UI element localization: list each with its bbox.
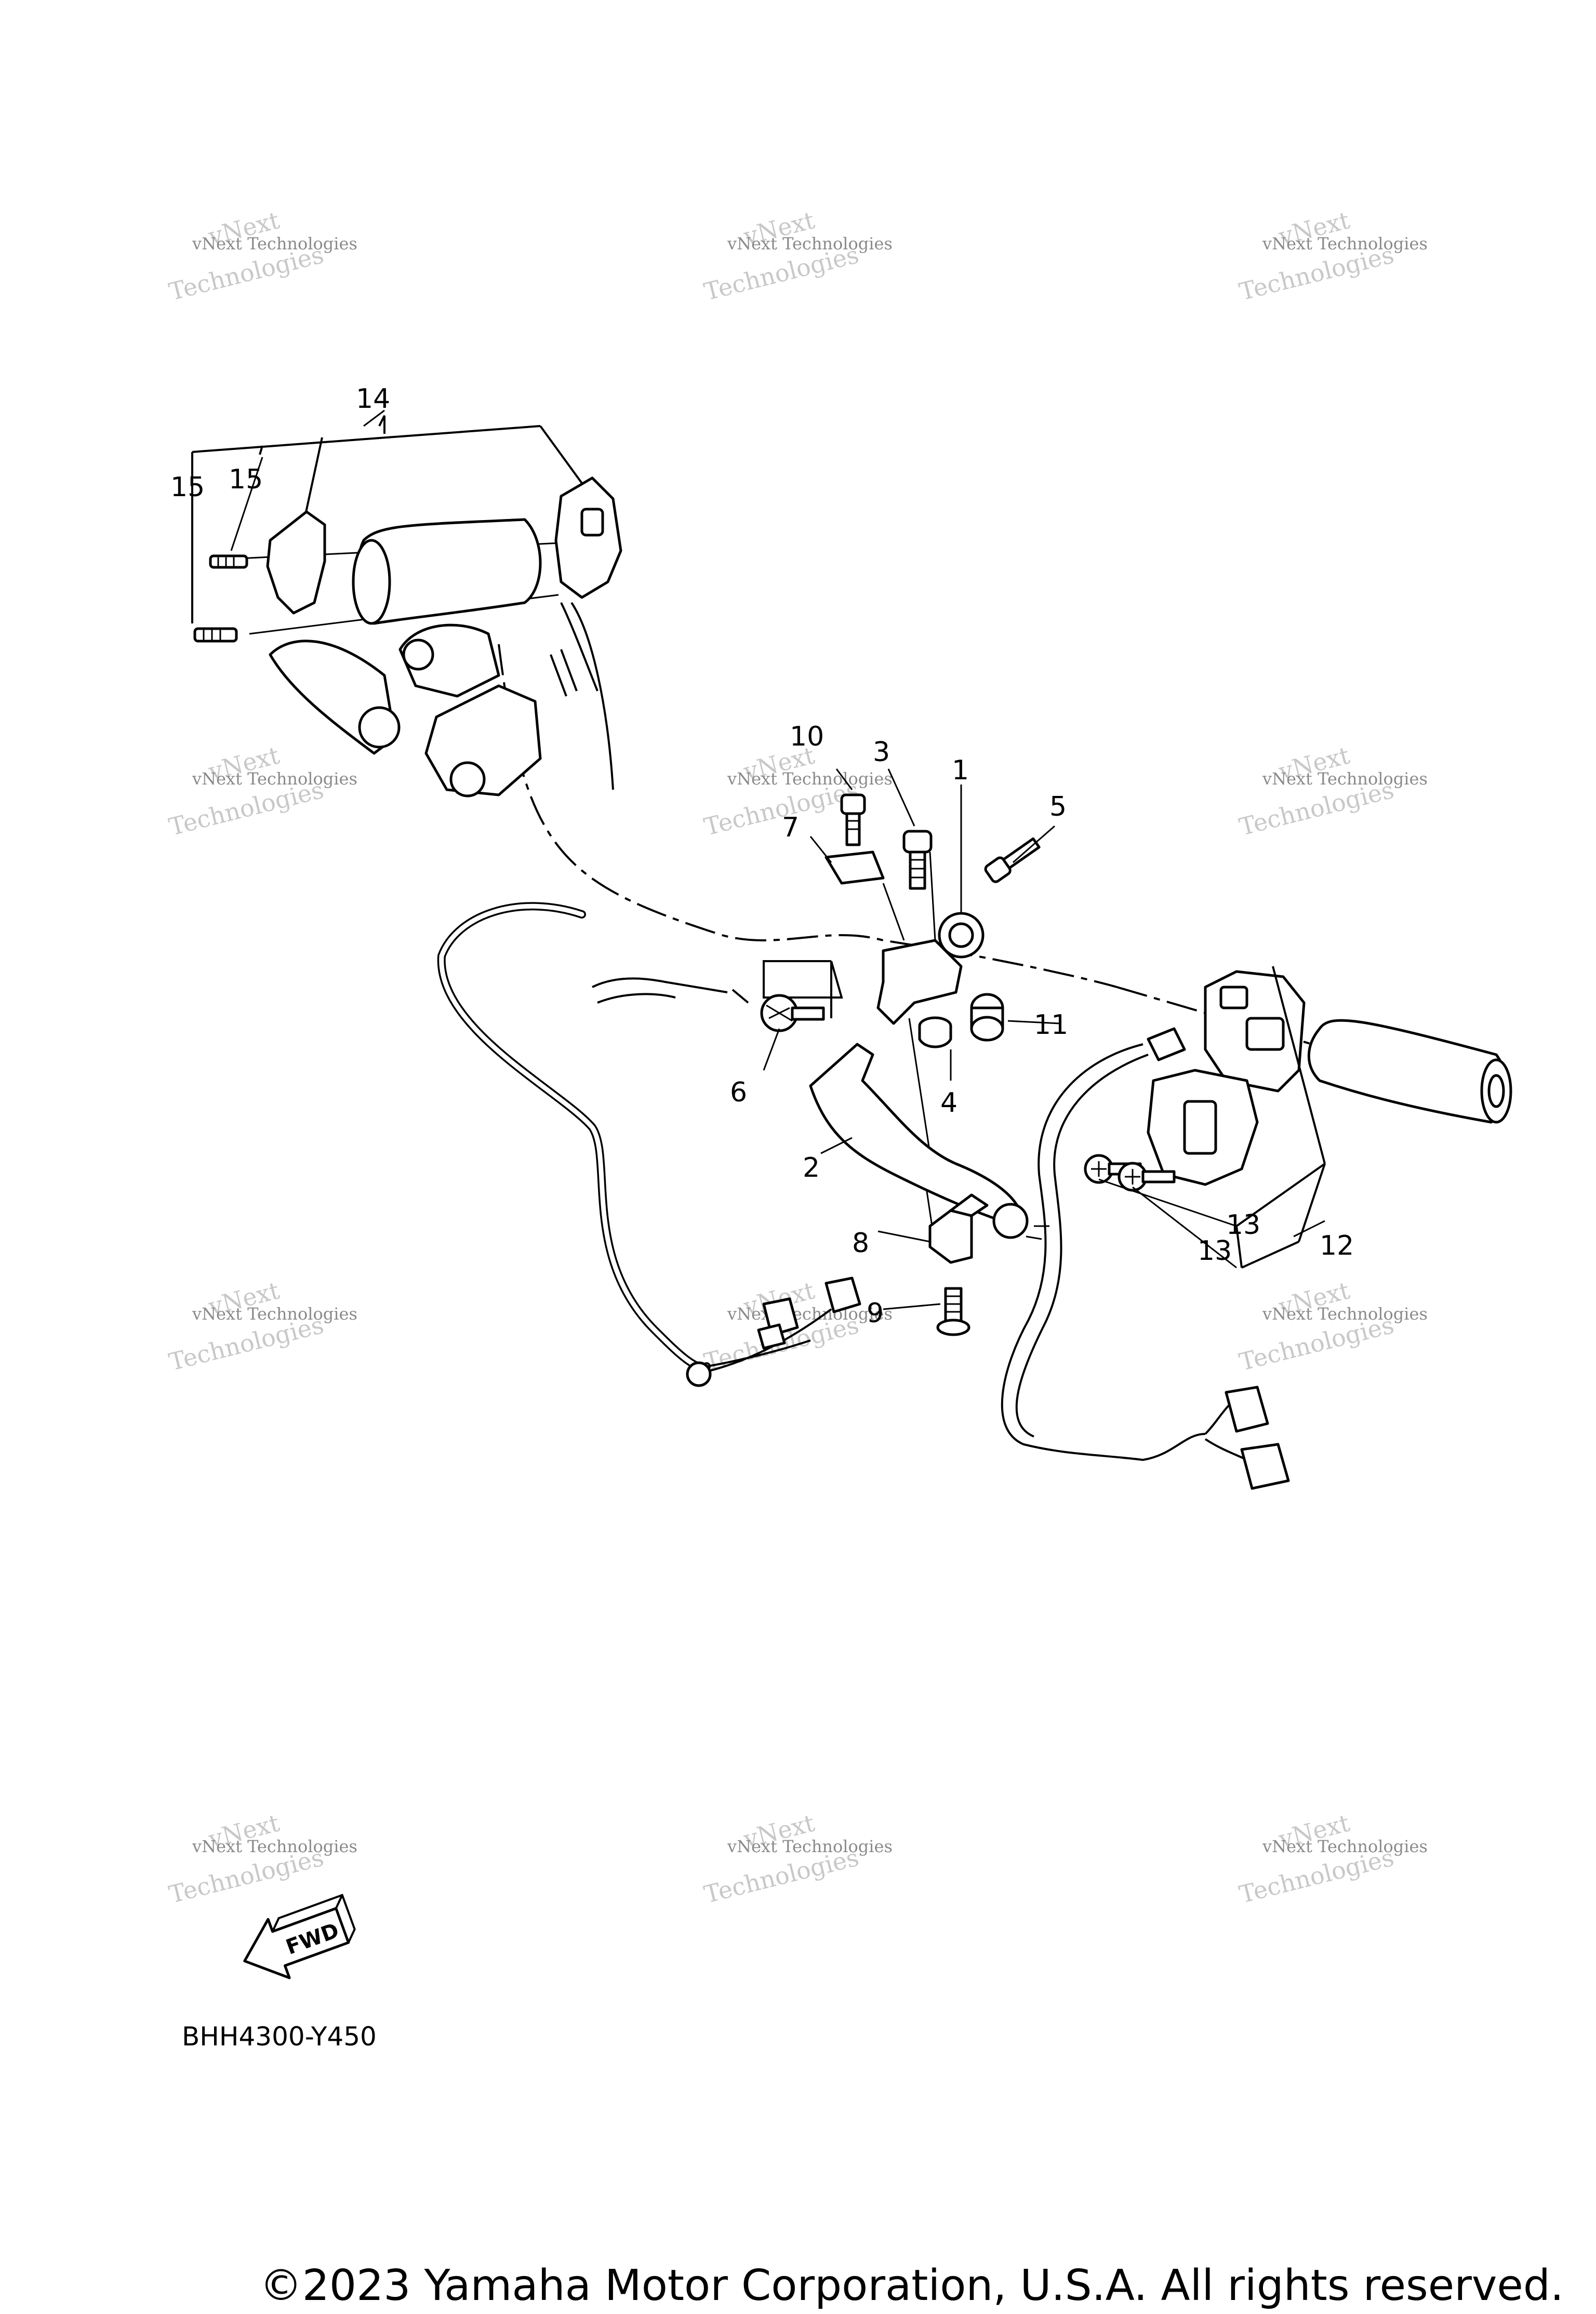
right-grip bbox=[1307, 1019, 1509, 1124]
callout-6: 6 bbox=[730, 1077, 747, 1108]
callout-11: 11 bbox=[1034, 1009, 1068, 1041]
watermark: Technologies vNext vNext Technologies bbox=[1236, 1276, 1428, 1376]
svg-text:vNext Technologies: vNext Technologies bbox=[727, 1304, 893, 1324]
svg-text:vNext Technologies: vNext Technologies bbox=[192, 1837, 357, 1856]
callout-14: 14 bbox=[356, 383, 390, 415]
svg-text:vNext Technologies: vNext Technologies bbox=[727, 234, 893, 254]
callout-9: 9 bbox=[867, 1298, 884, 1329]
screw-13b bbox=[1118, 1162, 1176, 1192]
left-switch-housing bbox=[554, 476, 622, 599]
svg-text:vNext Technologies: vNext Technologies bbox=[1262, 1837, 1428, 1856]
callout-7: 7 bbox=[782, 812, 799, 843]
callout-3: 3 bbox=[873, 737, 890, 768]
left-lever-assembly bbox=[269, 623, 542, 797]
callout-5: 5 bbox=[1049, 791, 1067, 822]
callout-12: 12 bbox=[1320, 1230, 1354, 1261]
svg-text:vNext Technologies: vNext Technologies bbox=[1262, 234, 1428, 254]
nut-4 bbox=[918, 1016, 952, 1048]
left-switch-lower-half bbox=[266, 510, 326, 615]
cover-7 bbox=[824, 850, 885, 885]
watermark: Technologies vNext vNext Technologies bbox=[166, 1276, 357, 1376]
diagram-code: BHH4300-Y450 bbox=[182, 2022, 377, 2052]
part-8 bbox=[928, 1193, 989, 1264]
leader-lines bbox=[230, 409, 1325, 1310]
callout-15-a: 15 bbox=[170, 472, 205, 503]
handlebar-centerline bbox=[498, 644, 1118, 988]
callout-15-b: 15 bbox=[229, 464, 263, 495]
left-cable bbox=[437, 902, 861, 1387]
bolt-3 bbox=[902, 830, 933, 890]
watermark: Technologies vNext vNext Technologies bbox=[1236, 741, 1428, 841]
svg-text:vNext Technologies: vNext Technologies bbox=[1262, 769, 1428, 789]
callout-1: 1 bbox=[952, 755, 969, 786]
watermark: Technologies vNext vNext Technologies bbox=[701, 1808, 893, 1909]
svg-text:vNext Technologies: vNext Technologies bbox=[192, 234, 357, 254]
screw-5 bbox=[984, 837, 1041, 883]
screw-9 bbox=[936, 1287, 970, 1336]
screw-15-lower bbox=[193, 627, 238, 643]
svg-text:vNext Technologies: vNext Technologies bbox=[727, 1837, 893, 1856]
right-switch-assembly bbox=[1084, 966, 1326, 1269]
callout-13-b: 13 bbox=[1198, 1235, 1232, 1267]
lever-2 bbox=[809, 1043, 1022, 1228]
callout-4: 4 bbox=[940, 1087, 957, 1119]
right-cable bbox=[1001, 1043, 1290, 1490]
callout-8: 8 bbox=[852, 1228, 869, 1259]
callout-10: 10 bbox=[790, 721, 824, 752]
watermark: Technologies vNext vNext Technologies bbox=[1236, 206, 1428, 306]
watermark: Technologies vNext vNext Technologies bbox=[166, 1808, 357, 1909]
hose-line bbox=[592, 977, 728, 993]
bolt-10 bbox=[840, 793, 866, 846]
watermark: Technologies vNext vNext Technologies bbox=[1236, 1808, 1428, 1909]
fwd-arrow-icon: FWD bbox=[243, 1894, 356, 1979]
left-switch-assembly bbox=[191, 415, 622, 790]
callout-2: 2 bbox=[803, 1152, 820, 1183]
callout-labels: 14 15 15 10 3 1 5 7 11 6 4 2 8 9 13 13 1… bbox=[170, 383, 1354, 1329]
watermark: Technologies vNext vNext Technologies bbox=[701, 206, 893, 306]
lever-holder-assembly bbox=[760, 793, 1041, 1247]
screw-15-upper bbox=[209, 554, 248, 569]
svg-text:vNext Technologies: vNext Technologies bbox=[727, 769, 893, 789]
svg-text:vNext Technologies: vNext Technologies bbox=[192, 1304, 357, 1324]
watermark: Technologies vNext vNext Technologies bbox=[166, 206, 357, 306]
svg-text:vNext Technologies: vNext Technologies bbox=[1262, 1304, 1428, 1324]
callout-13-a: 13 bbox=[1226, 1209, 1260, 1241]
copyright-notice: ©2023 Yamaha Motor Corporation, U.S.A. A… bbox=[259, 2261, 1564, 2310]
watermark: Technologies vNext vNext Technologies bbox=[166, 741, 357, 841]
svg-text:vNext Technologies: vNext Technologies bbox=[192, 769, 357, 789]
bolt-6 bbox=[760, 994, 825, 1032]
